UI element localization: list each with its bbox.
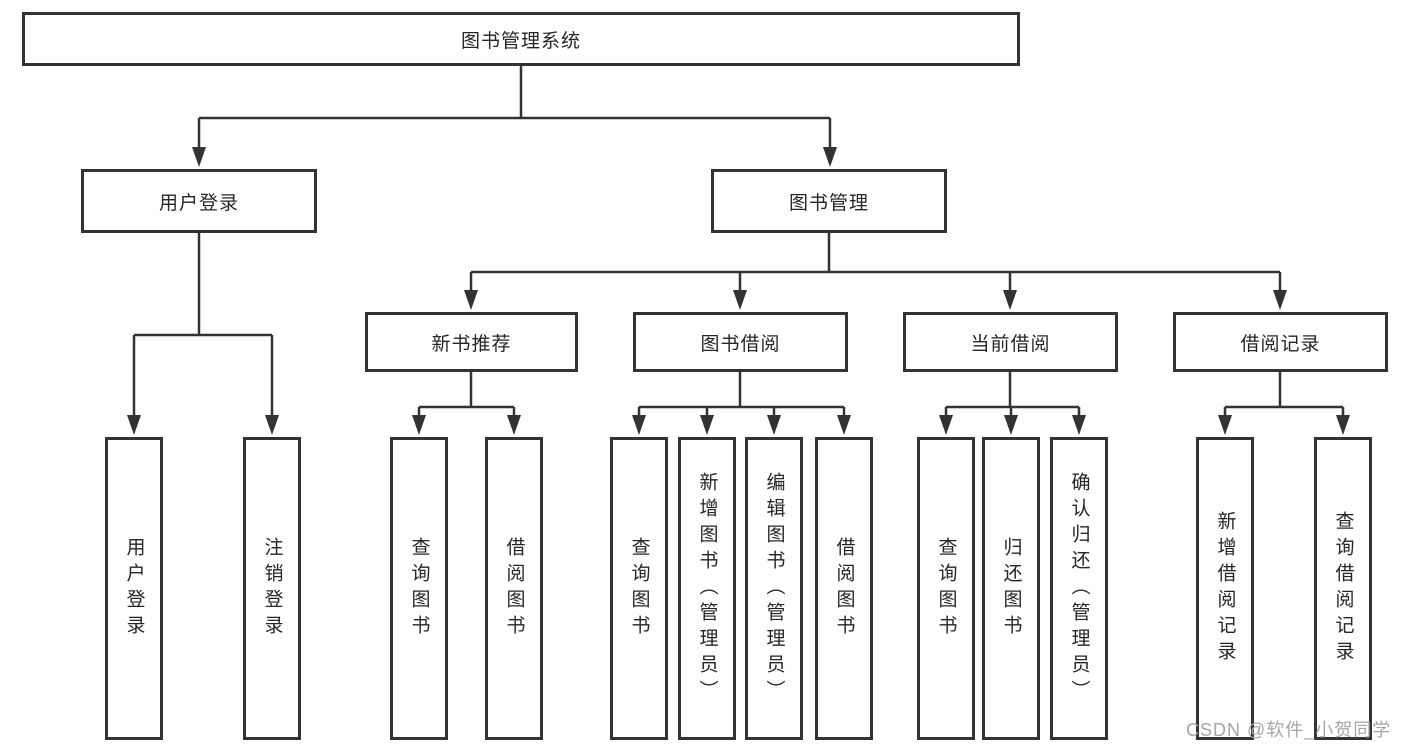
node-current-borrowing: 当前借阅 <box>903 312 1118 372</box>
node-label: 图书管理系统 <box>460 30 581 52</box>
leaf-current-query-books: 查询图书 <box>917 437 975 740</box>
leaf-label: 借阅图书 <box>503 536 525 641</box>
leaf-label: 查询图书 <box>628 536 650 641</box>
node-root-system: 图书管理系统 <box>22 12 1020 66</box>
leaf-newbooks-borrow-books: 借阅图书 <box>485 437 543 740</box>
leaf-label: 查询图书 <box>935 536 957 641</box>
leaf-records-query-record: 查询借阅记录 <box>1314 437 1372 740</box>
leaf-logout: 注销登录 <box>243 437 301 740</box>
leaf-current-return-books: 归还图书 <box>982 437 1040 740</box>
leaf-borrowing-add-books-admin: 新增图书（管理员） <box>678 437 736 740</box>
leaf-borrowing-query-books: 查询图书 <box>610 437 668 740</box>
node-new-book-recommend: 新书推荐 <box>365 312 578 372</box>
leaf-label: 确认归还（管理员） <box>1068 471 1090 706</box>
node-label: 图书管理 <box>788 192 869 214</box>
leaf-label: 新增图书（管理员） <box>696 471 718 706</box>
node-label: 新书推荐 <box>431 333 512 355</box>
leaf-label: 编辑图书（管理员） <box>763 471 785 706</box>
node-book-management: 图书管理 <box>711 169 947 233</box>
node-borrowing-records: 借阅记录 <box>1173 312 1388 372</box>
node-label: 当前借阅 <box>970 333 1051 355</box>
csdn-watermark: CSDN @软件_小贺同学 <box>1186 720 1392 740</box>
leaf-label: 查询图书 <box>408 536 430 641</box>
leaf-label: 借阅图书 <box>833 536 855 641</box>
leaf-label: 归还图书 <box>1000 536 1022 641</box>
leaf-label: 查询借阅记录 <box>1332 510 1354 667</box>
leaf-label: 用户登录 <box>123 536 145 641</box>
leaf-borrowing-borrow-books: 借阅图书 <box>815 437 873 740</box>
node-label: 用户登录 <box>158 192 239 214</box>
node-label: 图书借阅 <box>700 333 781 355</box>
leaf-label: 注销登录 <box>261 536 283 641</box>
leaf-label: 新增借阅记录 <box>1214 510 1236 667</box>
leaf-user-login: 用户登录 <box>105 437 163 740</box>
node-book-borrowing: 图书借阅 <box>633 312 848 372</box>
leaf-records-add-record: 新增借阅记录 <box>1196 437 1254 740</box>
leaf-newbooks-query-books: 查询图书 <box>390 437 448 740</box>
node-label: 借阅记录 <box>1240 333 1321 355</box>
leaf-borrowing-edit-books-admin: 编辑图书（管理员） <box>745 437 803 740</box>
leaf-current-confirm-return-admin: 确认归还（管理员） <box>1050 437 1108 740</box>
arrowheads <box>127 147 1350 435</box>
node-user-login: 用户登录 <box>81 169 317 233</box>
